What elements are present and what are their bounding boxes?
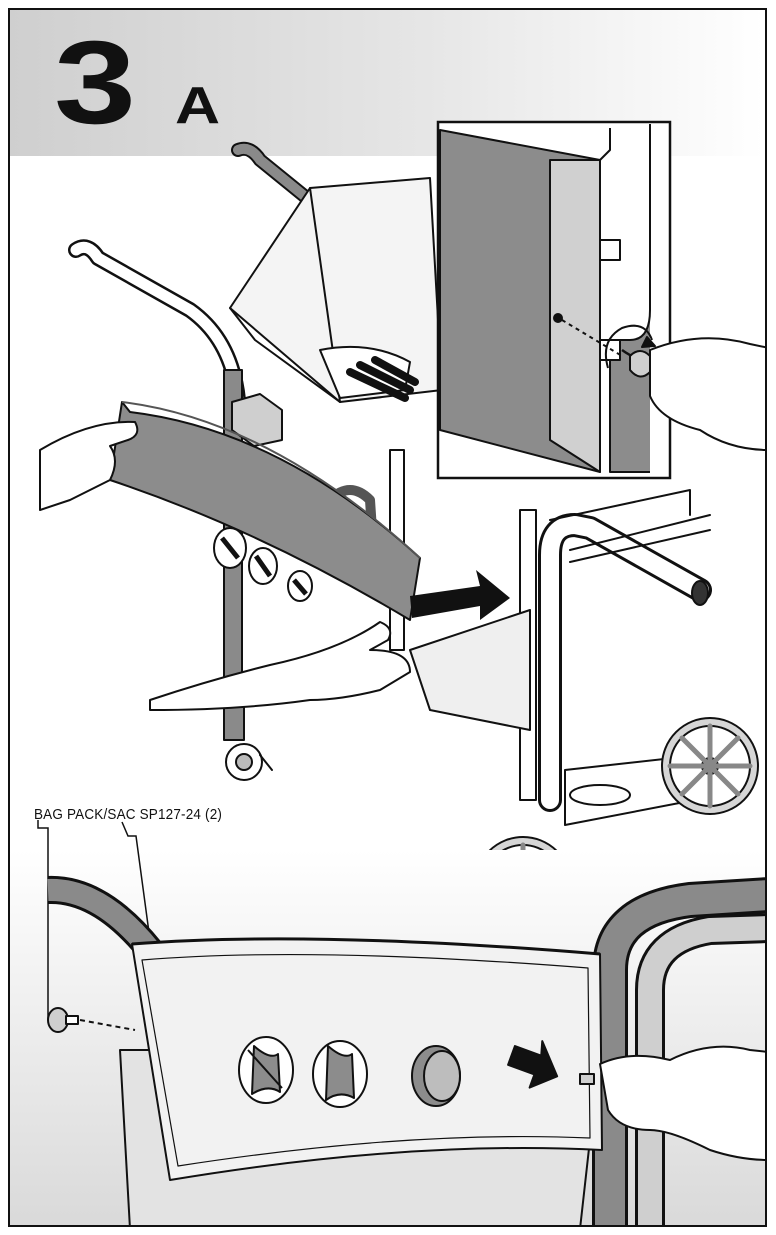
wheel-rear xyxy=(661,717,759,815)
thumbscrew-left xyxy=(47,1007,136,1033)
step-letter: A xyxy=(175,77,221,135)
inset-detail xyxy=(436,120,765,480)
burner-knob-right xyxy=(411,1045,461,1107)
arrow-right-bottom xyxy=(507,1040,559,1089)
page-frame: 3 A BAG PACK/SAC SP127-24 (2) xyxy=(8,8,767,1227)
bottom-detail xyxy=(10,820,765,1225)
hands-top xyxy=(39,420,411,711)
burner-knob-left xyxy=(238,1036,294,1104)
part-label: BAG PACK/SAC SP127-24 (2) xyxy=(34,806,223,823)
assembly-illustration xyxy=(10,120,765,1225)
step-number: 3 xyxy=(54,17,136,149)
control-panel-in-hands xyxy=(109,401,421,621)
burner-knob-center xyxy=(312,1040,368,1108)
arrow-right-top xyxy=(410,570,510,620)
